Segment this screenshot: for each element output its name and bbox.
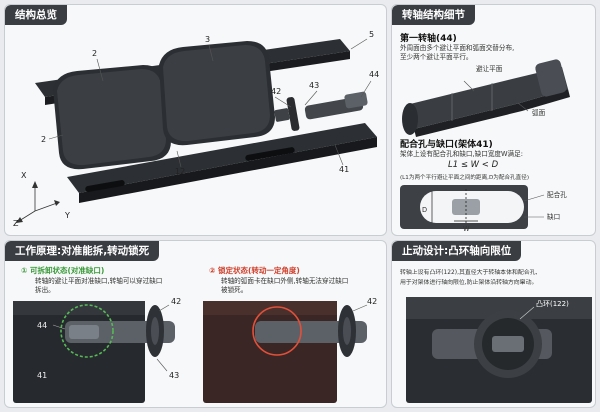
state1-desc-2: 拆出。: [35, 286, 55, 294]
p-label-42-left: 42: [171, 297, 182, 306]
axis-x: X: [21, 171, 27, 180]
p-label-44: 44: [37, 321, 48, 330]
principle-panel: 工作原理:对准能拆,转动锁死 ① 可拆卸状态(对准缺口) 转轴的避让平面对准缺口…: [4, 240, 387, 408]
shaft-desc-2: 至少两个避让平面平行。: [400, 53, 473, 61]
state1-title: ① 可拆卸状态(对准缺口): [21, 266, 105, 275]
stop-illustration: [406, 297, 592, 403]
hole-desc: 架体上设有配合孔和缺口,缺口宽度W满足:: [400, 150, 523, 158]
stop-design-title: 止动设计:凸环轴向限位: [392, 241, 522, 261]
notch-label: 缺口: [547, 213, 561, 221]
label-5: 5: [369, 30, 375, 39]
principle-illustration: [13, 301, 368, 403]
stop-desc-1: 转轴上设有凸环(122),其直径大于转轴本体和配合孔,: [400, 270, 538, 276]
shaft-illustration: [400, 59, 570, 229]
dim-d-label: D: [422, 206, 428, 214]
ring-label: 凸环(122): [536, 300, 569, 308]
formula: L1 ≤ W < D: [448, 160, 499, 170]
state1-desc-1: 转轴的避让平面对准缺口,转轴可以穿过缺口: [35, 277, 163, 285]
axis-y: Y: [65, 211, 70, 220]
stop-design-panel: 止动设计:凸环轴向限位 转轴上设有凸环(122),其直径大于转轴本体和配合孔, …: [391, 240, 596, 408]
state2-desc-1: 转轴的弧面卡在缺口外侧,转轴无法穿过缺口: [221, 277, 349, 285]
shaft-detail-title: 转轴结构细节: [392, 5, 475, 25]
axis-z: Z: [13, 219, 19, 228]
arc-label: 弧面: [532, 109, 546, 117]
label-2-left: 2: [41, 135, 47, 144]
label-44: 44: [369, 70, 380, 79]
p-label-41: 41: [37, 371, 48, 380]
label-12: 12: [175, 167, 186, 176]
shaft-heading: 第一转轴(44): [400, 34, 457, 44]
label-2-top: 2: [92, 49, 98, 58]
hole-heading: 配合孔与缺口(架体41): [400, 140, 493, 150]
overview-panel: 结构总览: [4, 4, 387, 236]
label-3: 3: [205, 35, 211, 44]
overview-title: 结构总览: [5, 5, 67, 25]
shaft-detail-panel: 转轴结构细节 第一转轴(44) 外周面由多个避让平面和弧面交替分布, 至少两个避…: [391, 4, 596, 236]
p-label-43: 43: [169, 371, 180, 380]
label-41: 41: [339, 165, 350, 174]
dim-w-label: W: [463, 225, 470, 233]
p-label-42-right: 42: [367, 297, 378, 306]
label-42: 42: [271, 87, 282, 96]
state2-desc-2: 被锁死。: [221, 286, 248, 294]
state2-title: ② 锁定状态(转动一定角度): [209, 266, 300, 275]
formula-note: (L1为两个平行避让平面之间的距离,D为配合孔直径): [400, 175, 530, 181]
shaft-desc-1: 外周面由多个避让平面和弧面交替分布,: [400, 44, 515, 52]
label-43: 43: [309, 81, 320, 90]
principle-title: 工作原理:对准能拆,转动锁死: [5, 241, 160, 261]
stop-desc-2: 用于对架体进行轴向限位,防止架体沿转轴方向窜动。: [400, 280, 538, 286]
hole-label: 配合孔: [547, 191, 567, 199]
assembly-illustration: [16, 38, 377, 223]
flat-label: 避让平面: [476, 65, 503, 73]
